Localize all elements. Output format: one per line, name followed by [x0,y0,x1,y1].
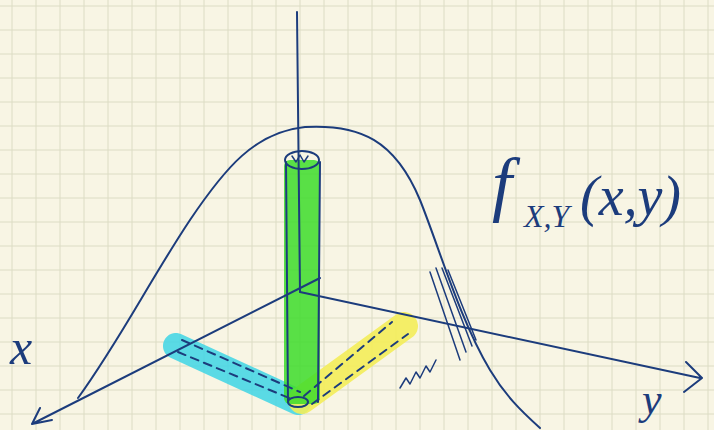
grid-line [0,270,714,271]
function-subscript: X,Y [524,200,569,232]
grid-line [0,126,714,127]
grid-line [0,246,714,247]
surface-shading [430,268,476,360]
axis-label: y [642,378,662,422]
grid-line [0,54,714,55]
grid-line [0,150,714,151]
density-pillar [284,160,320,404]
density-surface [78,127,540,428]
pillar-outline [286,162,320,402]
pillar-top-hatch [292,155,308,162]
grid-line [0,6,714,7]
x-axis [32,278,320,424]
pillar-top [285,151,319,169]
grid-line [0,342,714,343]
y-strip-guide [304,322,408,404]
grid-line [0,294,714,295]
grid-line [0,390,714,391]
grid-line [0,30,714,31]
grid-line [0,78,714,79]
grid-line [0,318,714,319]
x-strip-highlight [176,346,298,402]
grid-line [0,414,714,415]
function-name: f [492,148,512,220]
y-axis [300,292,702,392]
x-strip-guide [178,340,300,400]
pillar-base [288,397,308,407]
function-arguments: (x,y) [580,168,681,224]
grid-line [0,102,714,103]
surface-shading [400,360,436,388]
axis-label: x [10,322,32,372]
